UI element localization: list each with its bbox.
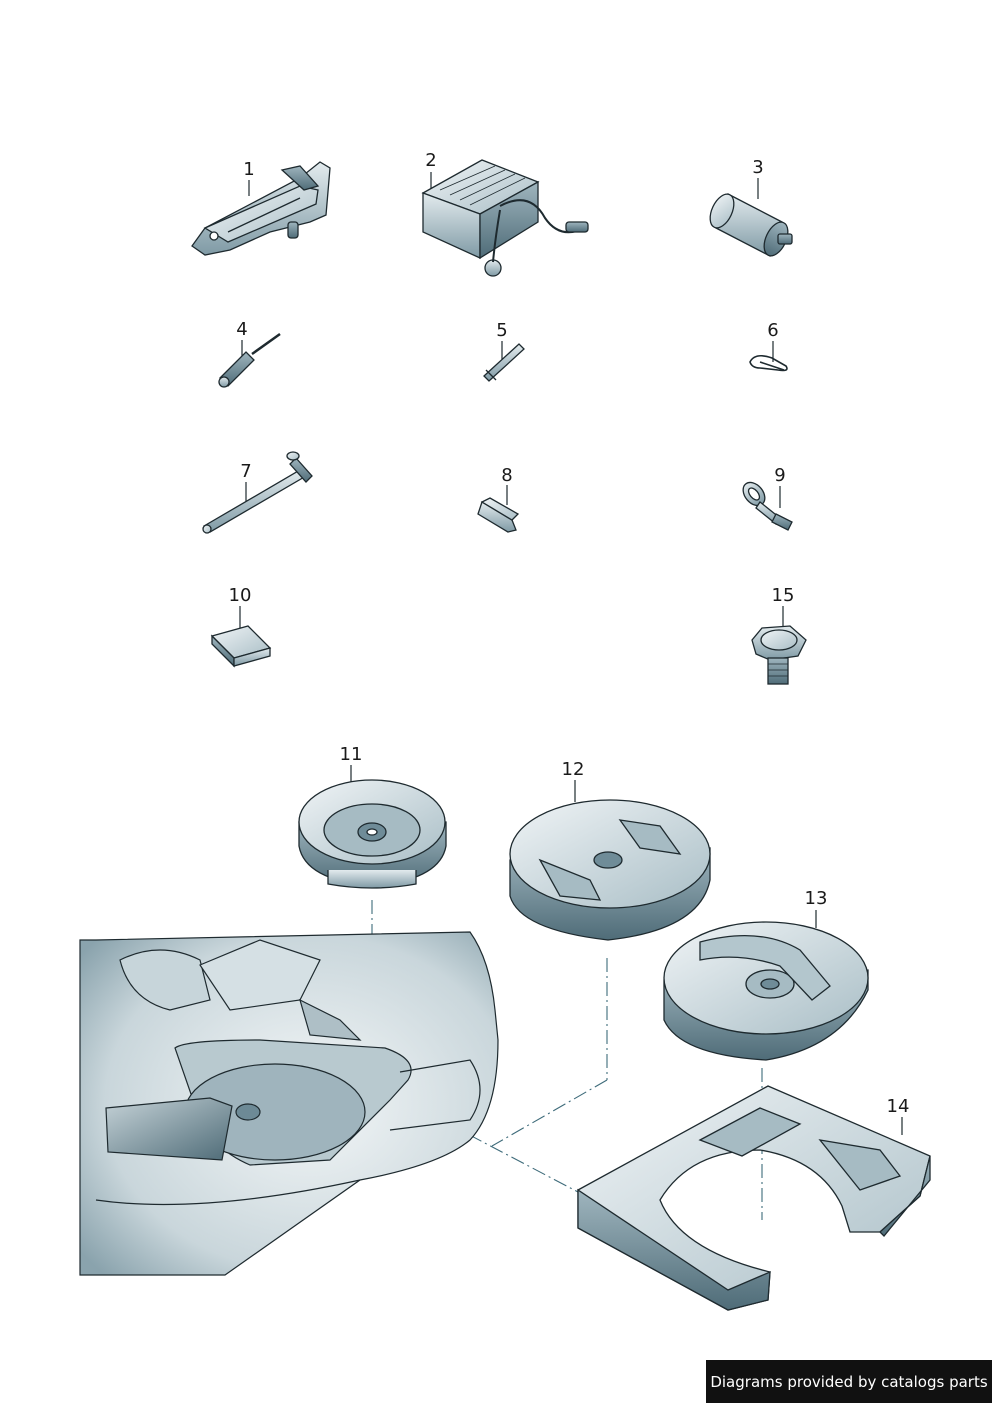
callout-13: 13	[804, 888, 828, 909]
car-rear-trunk	[79, 931, 499, 1276]
callout-4: 4	[236, 319, 248, 340]
part-12-foam-insert	[509, 799, 711, 941]
callout-3: 3	[752, 157, 764, 178]
leader-lines	[239, 172, 903, 1135]
part-13-foam-insert	[663, 921, 869, 1061]
callout-8: 8	[501, 465, 513, 486]
part-9-towing-eye	[742, 481, 793, 531]
callout-7: 7	[240, 461, 252, 482]
part-14-tray	[577, 1085, 931, 1311]
part-11-tool-holder	[298, 779, 447, 889]
callout-10: 10	[228, 585, 252, 606]
part-1-jack	[191, 161, 331, 256]
callout-15: 15	[771, 585, 795, 606]
part-15-knob	[751, 625, 807, 685]
callout-11: 11	[339, 744, 363, 765]
part-8-bracket	[477, 497, 520, 533]
part-2-compressor	[421, 159, 589, 277]
part-6-clip	[749, 354, 788, 372]
callout-2: 2	[425, 150, 437, 171]
credit-banner: Diagrams provided by catalogs parts	[706, 1360, 992, 1403]
part-5-pin	[483, 343, 525, 382]
callout-1: 1	[243, 159, 255, 180]
part-3-canister	[709, 193, 793, 257]
callout-12: 12	[561, 759, 585, 780]
part-10-booklet	[210, 625, 272, 668]
callout-14: 14	[886, 1096, 910, 1117]
callout-9: 9	[774, 465, 786, 486]
callout-5: 5	[496, 320, 508, 341]
callout-6: 6	[767, 320, 779, 341]
part-4-screwdriver	[218, 332, 281, 388]
part-7-wheel-wrench	[202, 451, 313, 534]
